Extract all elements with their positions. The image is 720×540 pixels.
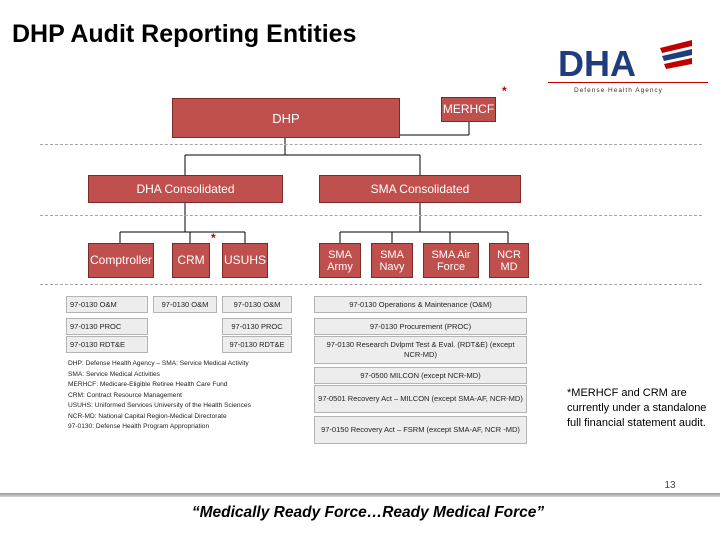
ncr-md-box: NCR MD: [489, 243, 529, 278]
page-number: 13: [664, 480, 676, 491]
audit-footnote: *MERHCF and CRM are currently under a st…: [567, 387, 707, 429]
dha-logo-graphic: DHA Defense Health Agency: [558, 40, 692, 94]
dha-logo: DHA Defense Health Agency: [552, 38, 712, 98]
legend-line: CRM: Contract Resource Management: [68, 391, 182, 399]
flag-stripes-icon: [660, 40, 692, 69]
logo-text: DHA: [558, 43, 636, 84]
usuhs-account-om: 97-0130 O&M: [222, 296, 292, 313]
sma-consolidated-box: SMA Consolidated: [319, 175, 521, 203]
sma-account-recovery-milcon: 97-0501 Recovery Act – MILCON (except SM…: [314, 385, 527, 413]
sma-account-rdte: 97-0130 Research Dvlpmt Test & Eval. (RD…: [314, 336, 527, 364]
sma-army-box: SMA Army: [319, 243, 361, 278]
legend-line: DHP: Defense Health Agency – SMA: Servic…: [68, 360, 249, 367]
usuhs-account-rdte: 97-0130 RDT&E: [222, 336, 292, 353]
usuhs-box: USUHS: [222, 243, 268, 278]
merhcf-star: *: [502, 84, 507, 98]
sma-account-om: 97-0130 Operations & Maintenance (O&M): [314, 296, 527, 313]
crm-account-om: 97-0130 O&M: [153, 296, 217, 313]
legend-line: USUHS: Uniformed Services University of …: [68, 402, 251, 409]
sma-navy-box: SMA Navy: [371, 243, 413, 278]
separator-2: [40, 215, 702, 216]
logo-subtitle: Defense Health Agency: [574, 87, 663, 94]
legend-line: SMA: Service Medical Activities: [68, 370, 160, 378]
motto-quote: “Medically Ready Force…Ready Medical For…: [191, 504, 545, 521]
dha-consolidated-box: DHA Consolidated: [88, 175, 283, 203]
sma-account-proc: 97-0130 Procurement (PROC): [314, 318, 527, 335]
acronym-legend: DHP: Defense Health Agency – SMA: Servic…: [68, 359, 251, 433]
sma-account-milcon: 97-0500 MILCON (except NCR-MD): [314, 367, 527, 384]
comptroller-account-rdte: 97-0130 RDT&E: [66, 336, 148, 353]
slide-title: DHP Audit Reporting Entities: [12, 20, 357, 48]
sma-account-recovery-fsrm: 97-0150 Recovery Act – FSRM (except SMA-…: [314, 416, 527, 444]
crm-box: CRM: [172, 243, 210, 278]
dhp-box: DHP: [172, 98, 400, 138]
footer-bar: [0, 493, 720, 497]
legend-line: NCR-MD: National Capital Region-Medical …: [68, 412, 227, 420]
crm-star: *: [211, 231, 216, 245]
separator-1: [40, 144, 702, 145]
comptroller-box: Comptroller: [88, 243, 154, 278]
separator-3: [40, 284, 702, 285]
merhcf-box: MERHCF: [441, 97, 496, 122]
usuhs-account-proc: 97-0130 PROC: [222, 318, 292, 335]
header-rule: [548, 82, 708, 83]
sma-airforce-box: SMA Air Force: [423, 243, 479, 278]
legend-line: MERHCF: Medicare-Eligible Retiree Health…: [68, 381, 228, 388]
comptroller-account-proc: 97-0130 PROC: [66, 318, 148, 335]
legend-line: 97-0130: Defense Health Program Appropri…: [68, 423, 210, 430]
comptroller-account-om: 97-0130 O&M: [66, 296, 148, 313]
